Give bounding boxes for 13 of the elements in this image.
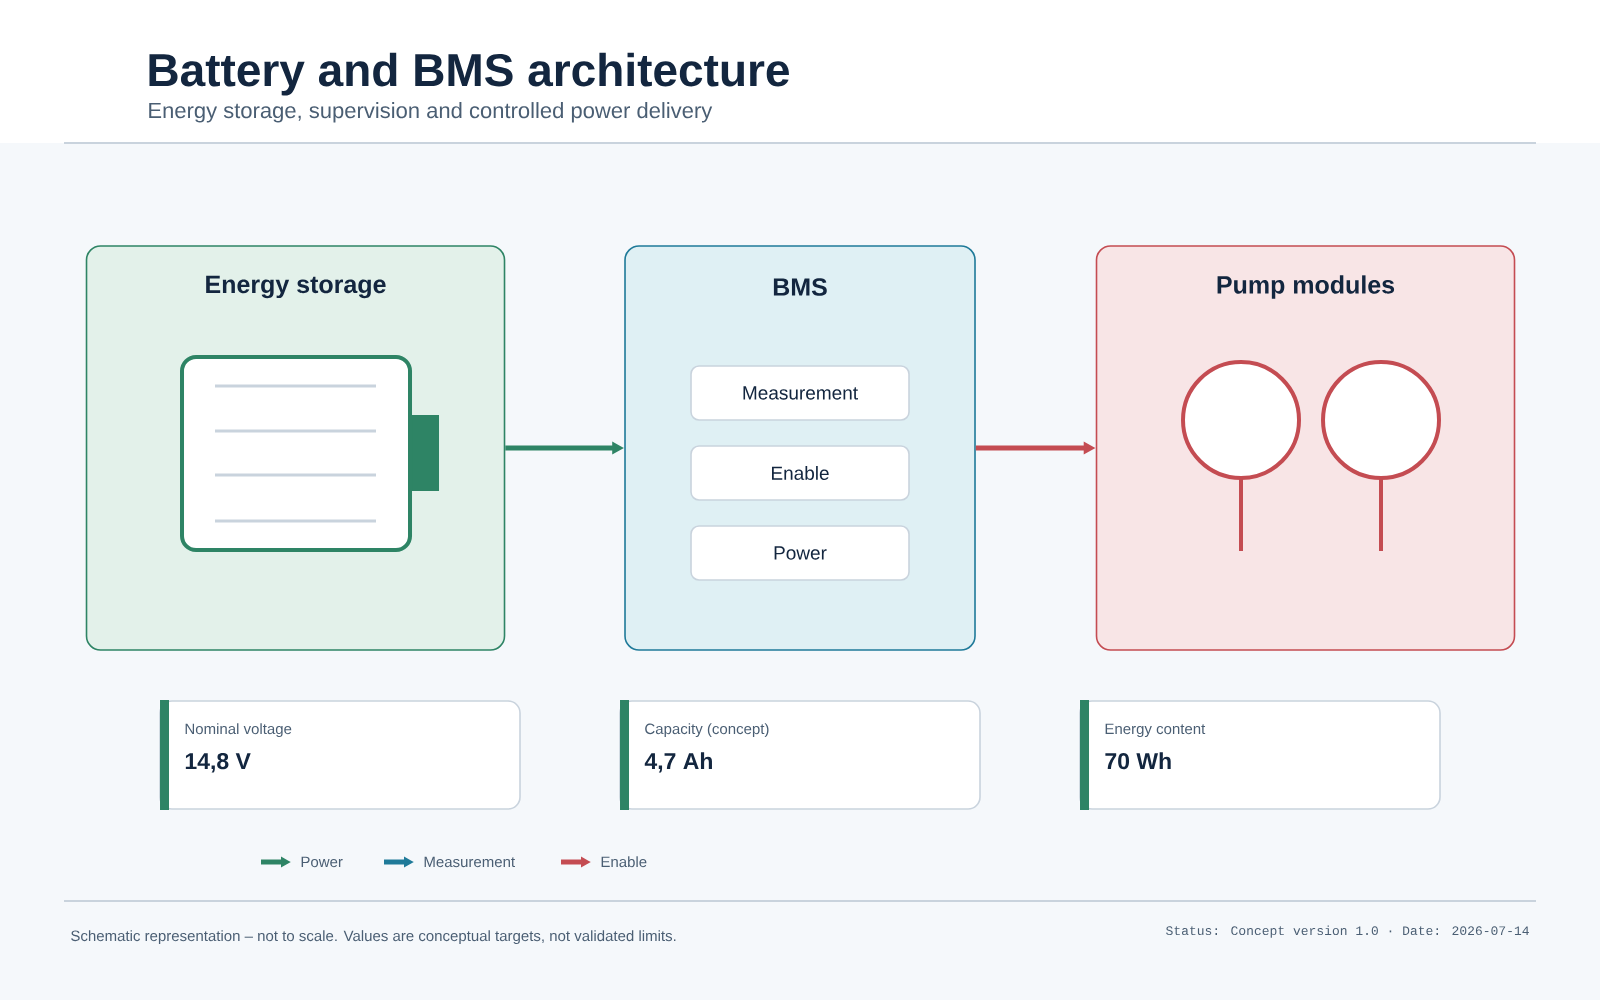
value-card: Capacity (concept) 4,7 Ah xyxy=(619,700,981,810)
function-box: Power xyxy=(690,525,910,581)
function-box: Enable xyxy=(690,445,910,501)
title: Battery and BMS architecture xyxy=(149,52,789,96)
legend-label: Measurement xyxy=(424,856,515,868)
status-text: Status: Concept version 1.0 · Date: 2026-07-14 xyxy=(1166,925,1529,938)
footnote: Schematic representation – not to scale. Values are conceptual targets, not validated limits. xyxy=(71,930,676,945)
function-box: Measurement xyxy=(690,365,910,421)
value-card: Nominal voltage 14,8 V xyxy=(159,700,521,810)
value-card: Energy content 70 Wh xyxy=(1079,700,1441,810)
subtitle: Energy storage, supervision and controlled power delivery xyxy=(149,102,713,123)
legend-label: Enable xyxy=(601,856,647,868)
legend-label: Power xyxy=(301,856,343,868)
